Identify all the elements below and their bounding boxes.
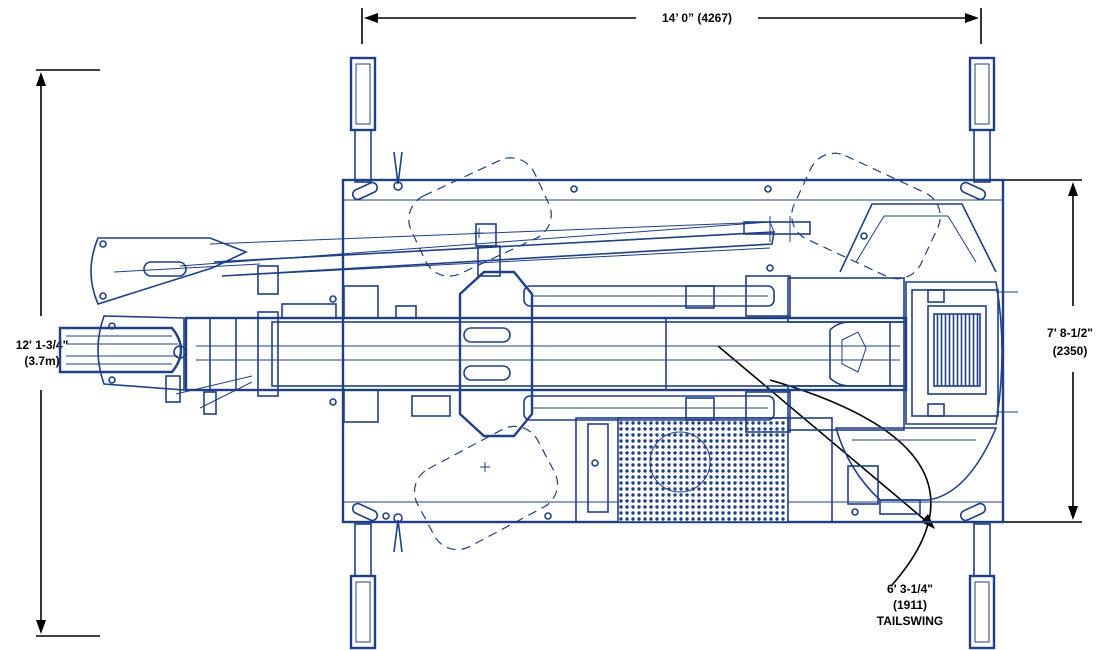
outrigger-span-metric-label: (3.7m): [24, 354, 59, 368]
outrigger-pins: [393, 151, 403, 553]
turntable: [905, 281, 1018, 425]
outrigger-front-top: [349, 56, 377, 183]
winch-drum: [927, 305, 987, 395]
dimension-outrigger-span: 12' 1-3/4" (3.7m): [16, 69, 100, 637]
outrigger-front-bottom: [349, 523, 377, 650]
counterweight-bottom: [834, 427, 998, 501]
outrigger-rear-top: [968, 56, 996, 183]
frame-bolt-holes: [329, 185, 859, 520]
boom-pivot-housing: [458, 270, 534, 438]
frame-slots: [351, 181, 987, 522]
overall-width-label: 14’ 0” (4267): [662, 11, 732, 25]
dimension-overall-width: 14’ 0” (4267): [361, 8, 982, 44]
main-boom: [184, 311, 908, 397]
dimension-tailswing: 6' 3-1/4" (1911) TAILSWING: [717, 345, 943, 628]
boom-hook-block: [58, 315, 187, 391]
lift-cylinders: [523, 275, 905, 433]
outrigger-span-label: 12' 1-3/4": [16, 338, 69, 352]
frame-width-metric-label: (2350): [1053, 344, 1088, 358]
tailswing-caption: TAILSWING: [877, 614, 943, 628]
boom-base-blocks: [281, 285, 451, 423]
tailswing-label: 6' 3-1/4": [887, 582, 933, 596]
tailswing-metric-label: (1911): [893, 598, 927, 612]
outrigger-rear-bottom: [968, 523, 996, 650]
boom-tip-fittings: [165, 375, 253, 415]
engine-compartment: [575, 417, 921, 523]
stowed-jib: [90, 216, 811, 305]
counterweight-top: [839, 203, 997, 273]
frame-width-label: 7' 8-1/2": [1047, 326, 1093, 340]
dimension-frame-width: 7' 8-1/2" (2350): [1003, 179, 1093, 523]
